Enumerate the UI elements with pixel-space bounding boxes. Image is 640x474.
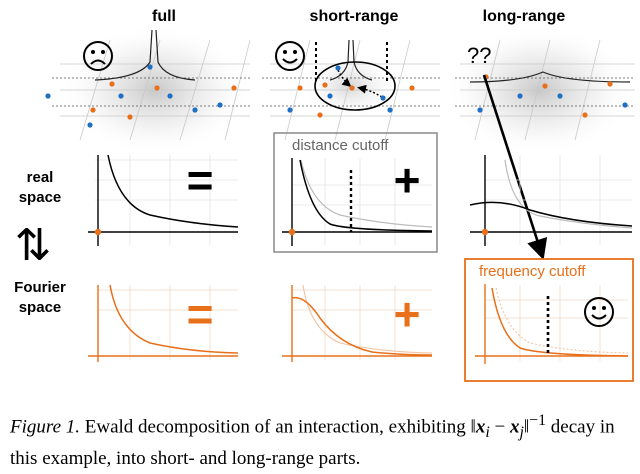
lattice-panel-long-range: ??	[445, 25, 635, 155]
equals-fourier: =	[187, 288, 214, 340]
fourier-plot-long-range	[475, 284, 629, 364]
point-charges	[45, 64, 237, 128]
cutoff-ellipse	[314, 61, 396, 111]
fourier-plot-short-range	[282, 284, 433, 362]
caption-math-x2: x	[509, 416, 520, 438]
distance-cutoff-label: distance cutoff	[292, 137, 389, 154]
caption-text-pre: Ewald decomposition of an interaction, e…	[80, 416, 476, 438]
row-label-fourier-space: Fourier space	[0, 278, 80, 318]
caption-exponent: −1	[529, 412, 547, 429]
row-label-real: real	[26, 169, 54, 186]
column-title-full: full	[152, 8, 176, 25]
caption-sub-j: j	[519, 424, 524, 442]
question-marks: ??	[467, 43, 491, 68]
column-title-long-range: long-range	[482, 8, 566, 25]
ewald-figure: ?? = distance cutoff +	[15, 25, 635, 382]
lattice-panel-short-range	[262, 39, 440, 141]
row-label-real-space: real space	[0, 168, 80, 208]
caption-text-end: decay in this example, into short- and l…	[10, 416, 615, 470]
real-space-plot-full	[88, 154, 239, 246]
happy-face-icon	[584, 297, 614, 327]
real-space-plot-long-range	[469, 155, 633, 246]
column-title-short-range: short-range	[309, 8, 399, 25]
plus-real: +	[394, 154, 421, 206]
happy-face-icon	[275, 41, 305, 71]
caption-norm-close: ‖	[523, 416, 530, 438]
row-label-fourier: Fourier	[14, 279, 66, 296]
plus-fourier: +	[394, 288, 421, 340]
frequency-cutoff-box	[464, 258, 634, 382]
swap-arrows-icon: ⇅	[15, 221, 52, 270]
equals-real: =	[187, 154, 214, 206]
caption-math-x1: x	[475, 416, 486, 438]
fourier-plot-full	[88, 284, 239, 362]
caption-label: Figure 1.	[10, 416, 81, 438]
caption-minus: −	[489, 416, 510, 438]
frequency-cutoff-label: frequency cutoff	[479, 263, 586, 280]
figure-caption: Figure 1. Ewald decomposition of an inte…	[10, 408, 632, 472]
caption-sub-i: i	[485, 424, 490, 442]
distance-cutoff-box	[273, 132, 438, 253]
frequency-arrow	[482, 74, 548, 260]
lattice-panel-full	[45, 25, 251, 155]
cell-boundary	[52, 77, 250, 107]
sad-face-icon	[83, 41, 113, 71]
real-space-plot-short-range	[282, 158, 433, 246]
row-label-space-1: space	[18, 189, 62, 206]
potential-curve	[94, 29, 196, 81]
row-label-space-2: space	[18, 299, 62, 316]
